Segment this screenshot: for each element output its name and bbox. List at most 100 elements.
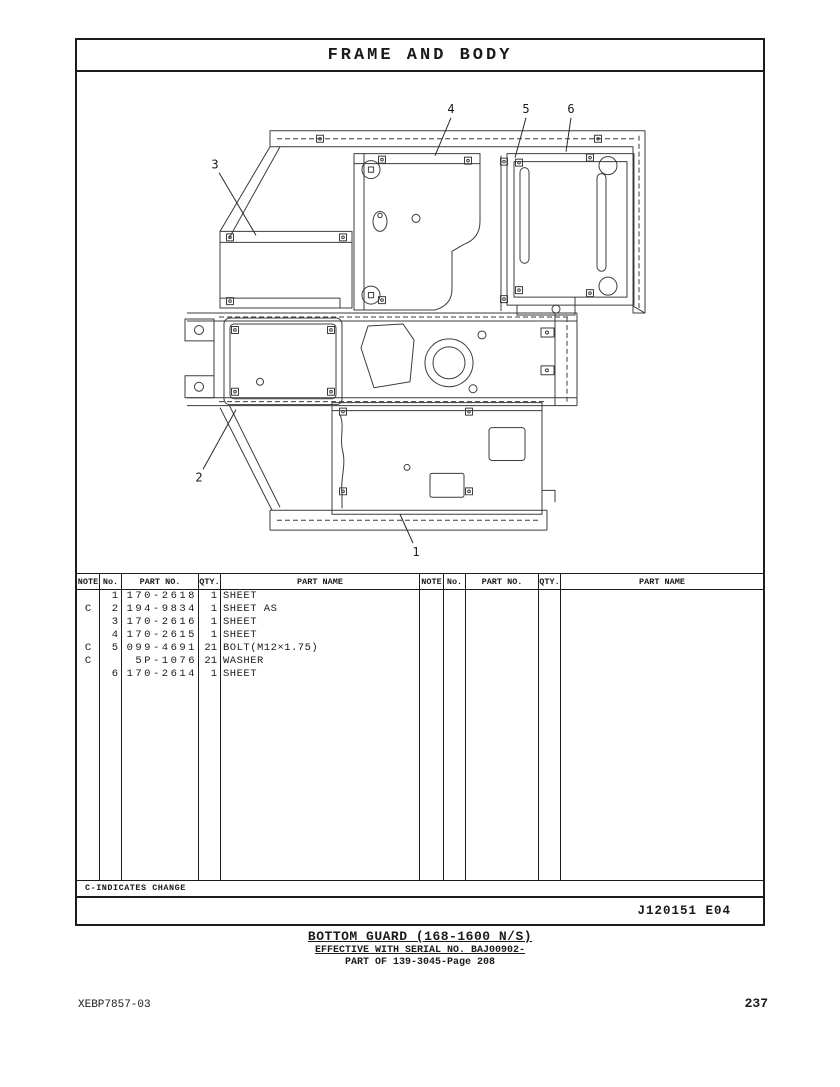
empty-cell [444, 629, 466, 642]
drawing-lines [184, 130, 646, 531]
empty-cell [420, 590, 444, 603]
filler-cell [199, 681, 221, 880]
page-title: FRAME AND BODY [77, 40, 763, 72]
callout-6: 6 [567, 102, 574, 116]
empty-cell [561, 668, 763, 681]
empty-cell [444, 642, 466, 655]
header-part-name-2: PART NAME [639, 577, 685, 587]
empty-cell [466, 655, 539, 668]
empty-cell [539, 642, 561, 655]
filler-cell [221, 681, 420, 880]
callout-2: 2 [195, 470, 202, 484]
empty-cell [444, 590, 466, 603]
note-cell: C [77, 603, 100, 616]
empty-cell [539, 668, 561, 681]
empty-cell [420, 642, 444, 655]
no-cell: 1 [100, 590, 122, 603]
part-no-cell: 170-2618 [122, 590, 199, 603]
header-no-2: No. [444, 574, 466, 589]
part-no-cell: 170-2615 [122, 629, 199, 642]
empty-cell [420, 629, 444, 642]
footer-title: BOTTOM GUARD (168-1600 N/S) [307, 929, 533, 944]
callout-labels: 1 2 3 4 5 6 [195, 102, 574, 559]
no-cell: 6 [100, 668, 122, 681]
empty-cell [561, 629, 763, 642]
page-number: 237 [744, 996, 768, 1011]
footer-part-of: PART OF 139-3045-Page 208 [344, 957, 496, 968]
part-name-cell: SHEET [221, 629, 420, 642]
part-name-cell: SHEET [221, 668, 420, 681]
qty-cell: 1 [199, 616, 221, 629]
filler-cell [561, 681, 763, 880]
empty-cell [539, 603, 561, 616]
empty-cell [466, 668, 539, 681]
part-name-cell: SHEET AS [221, 603, 420, 616]
empty-cell [561, 603, 763, 616]
part-name-cell: BOLT(M12×1.75) [221, 642, 420, 655]
callout-5: 5 [522, 102, 529, 116]
callout-1: 1 [412, 545, 419, 559]
part-name-cell: WASHER [221, 655, 420, 668]
sheet-frame: FRAME AND BODY [75, 38, 765, 926]
empty-cell [561, 642, 763, 655]
filler-cell [420, 681, 444, 880]
header-part-no: PART NO. [122, 574, 199, 589]
filler-cell [444, 681, 466, 880]
empty-cell [561, 655, 763, 668]
part-no-cell: 170-2616 [122, 616, 199, 629]
callout-4: 4 [447, 102, 454, 116]
part-no-cell: 194-9834 [122, 603, 199, 616]
qty-cell: 21 [199, 642, 221, 655]
part-no-cell: 099-4691 [122, 642, 199, 655]
header-note-2: NOTE [420, 574, 444, 589]
empty-cell [420, 668, 444, 681]
filler-cell [122, 681, 199, 880]
note-cell [77, 629, 100, 642]
note-cell: C [77, 655, 100, 668]
empty-cell [561, 616, 763, 629]
empty-cell [539, 590, 561, 603]
part-no-cell: 170-2614 [122, 668, 199, 681]
document-number: XEBP7857-03 [78, 999, 151, 1011]
empty-cell [466, 629, 539, 642]
no-cell [100, 655, 122, 668]
empty-cell [444, 655, 466, 668]
empty-cell [420, 655, 444, 668]
empty-cell [561, 590, 763, 603]
no-cell: 3 [100, 616, 122, 629]
empty-cell [539, 629, 561, 642]
empty-cell [539, 616, 561, 629]
note-cell: C [77, 642, 100, 655]
no-cell: 4 [100, 629, 122, 642]
footer-serial: EFFECTIVE WITH SERIAL NO. BAJ00902- [314, 945, 526, 956]
header-no: No. [100, 574, 122, 589]
qty-cell: 1 [199, 590, 221, 603]
header-qty: QTY. [199, 574, 221, 589]
header-qty-2: QTY. [539, 574, 561, 589]
footer-captions: BOTTOM GUARD (168-1600 N/S) EFFECTIVE WI… [0, 929, 840, 968]
header-part-no-2: PART NO. [466, 574, 539, 589]
empty-cell [466, 642, 539, 655]
filler-cell [100, 681, 122, 880]
change-note: C-INDICATES CHANGE [77, 880, 763, 896]
no-cell: 2 [100, 603, 122, 616]
revision-code: J120151 E04 [637, 904, 731, 918]
qty-cell: 1 [199, 603, 221, 616]
empty-cell [466, 590, 539, 603]
header-part-name: PART NAME [221, 574, 420, 589]
empty-cell [466, 616, 539, 629]
parts-diagram: 1 2 3 4 5 6 [77, 72, 763, 573]
callout-3: 3 [211, 158, 218, 172]
part-no-cell: 5P-1076 [122, 655, 199, 668]
empty-cell [444, 603, 466, 616]
filler-cell [466, 681, 539, 880]
empty-cell [444, 616, 466, 629]
no-cell: 5 [100, 642, 122, 655]
qty-cell: 1 [199, 668, 221, 681]
empty-cell [539, 655, 561, 668]
parts-table: NOTE No. PART NO. QTY. PART NAME NOTE No… [77, 573, 763, 898]
frame-body-drawing: 1 2 3 4 5 6 [184, 102, 646, 559]
empty-cell [420, 603, 444, 616]
